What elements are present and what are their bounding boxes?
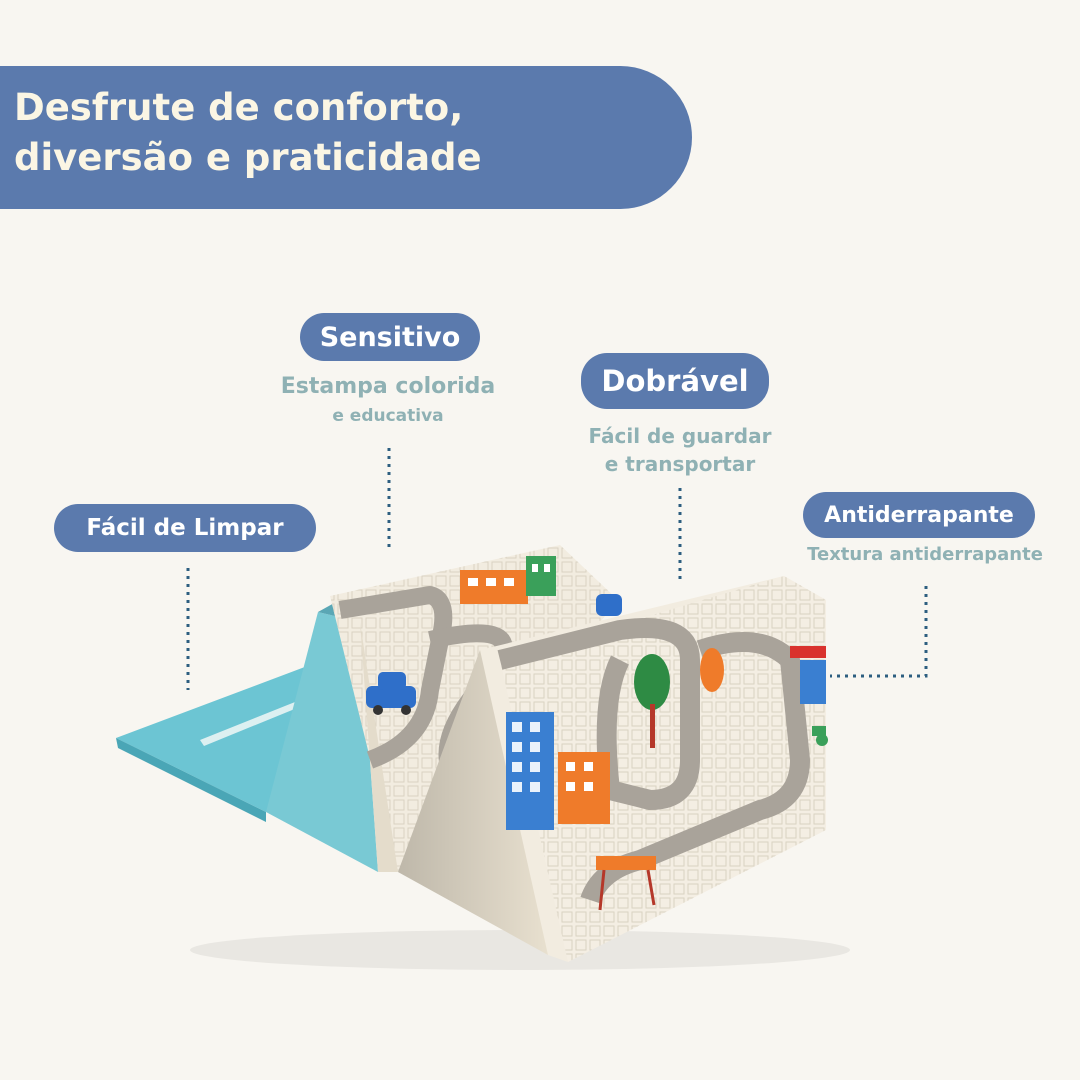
- header-title-line2: diversão e praticidade: [14, 136, 482, 179]
- connector-antiderrapante: [830, 586, 928, 678]
- feature-dobravel-line2: e transportar: [604, 452, 756, 476]
- header-title-line1: Desfrute de conforto,: [14, 86, 464, 129]
- feature-antiderrapante-line1: Textura antiderrapante: [807, 544, 1043, 565]
- feature-sensitivo-label: Sensitivo: [300, 313, 480, 361]
- feature-sensitivo-line2: e educativa: [332, 406, 444, 426]
- feature-sensitivo-line1: Estampa colorida: [280, 374, 496, 399]
- feature-limpar-label: Fácil de Limpar: [54, 504, 316, 552]
- feature-dobravel-line1: Fácil de guardar: [588, 424, 772, 448]
- feature-antiderrapante-label: Antiderrapante: [803, 492, 1035, 538]
- header-banner: Desfrute de conforto, diversão e pratici…: [0, 66, 692, 209]
- feature-dobravel-label: Dobrável: [581, 353, 769, 409]
